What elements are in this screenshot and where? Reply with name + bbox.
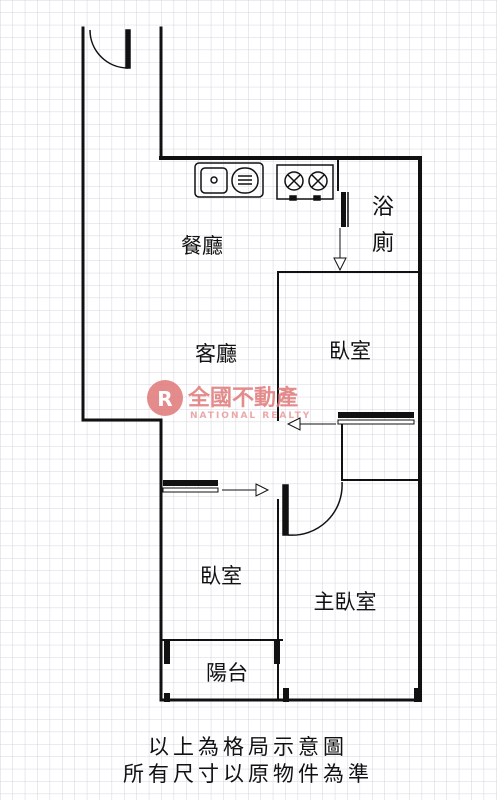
svg-text:R: R bbox=[157, 387, 172, 411]
note-line-2: 所有尺寸以原物件為準 bbox=[123, 762, 373, 786]
watermark-brand: 全國不動產 bbox=[187, 385, 298, 411]
room-label-dining: 餐廳 bbox=[181, 234, 223, 258]
watermark-sub: NATIONAL REALTY bbox=[190, 411, 311, 421]
room-label-master-bedroom: 主臥室 bbox=[314, 590, 377, 614]
sink-icon bbox=[194, 162, 264, 198]
note-line-1: 以上為格局示意圖 bbox=[148, 735, 348, 759]
room-label-bedroom-right: 臥室 bbox=[329, 339, 371, 363]
room-label-bathroom-bottom: 廁 bbox=[372, 231, 394, 256]
bathroom-door bbox=[333, 192, 349, 272]
room-label-living: 客廳 bbox=[195, 342, 237, 366]
master-bedroom-door bbox=[282, 481, 343, 536]
watermark: R 全國不動產 NATIONAL REALTY bbox=[147, 380, 311, 421]
walls bbox=[81, 26, 422, 702]
balcony-railing bbox=[164, 640, 420, 702]
room-label-bathroom-top: 浴 bbox=[372, 195, 394, 220]
room-label-balcony: 陽台 bbox=[206, 661, 248, 685]
entrance-door bbox=[89, 29, 131, 69]
stove-icon bbox=[276, 164, 334, 201]
room-label-bedroom-left: 臥室 bbox=[200, 564, 242, 588]
bedroom-right-door bbox=[286, 412, 415, 431]
bedroom-left-door bbox=[162, 480, 270, 497]
brand-logo-icon bbox=[147, 380, 183, 416]
